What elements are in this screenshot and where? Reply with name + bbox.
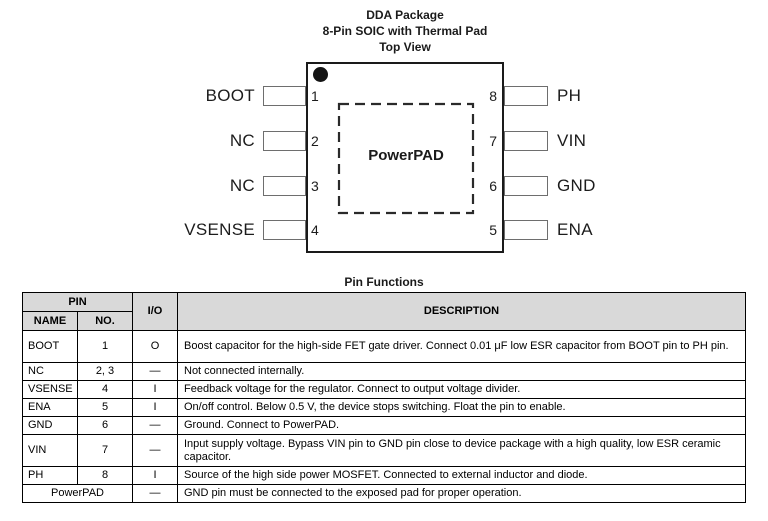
pin-label-vsense: VSENSE <box>184 220 255 239</box>
cell-no: 5 <box>77 398 133 417</box>
cell-description: Not connected internally. <box>177 362 746 381</box>
table-row-gnd: GND 6 — Ground. Connect to PowerPAD. <box>22 416 746 435</box>
table-row-vsense: VSENSE 4 I Feedback voltage for the regu… <box>22 380 746 399</box>
cell-io: — <box>132 362 178 381</box>
cell-description: Feedback voltage for the regulator. Conn… <box>177 380 746 399</box>
pin-label-ph: PH <box>557 86 582 105</box>
cell-name: NC <box>22 362 78 381</box>
cell-io: I <box>132 466 178 485</box>
header-description: DESCRIPTION <box>177 292 746 331</box>
pin-pad-8 <box>504 86 548 106</box>
cell-description: Input supply voltage. Bypass VIN pin to … <box>177 434 746 467</box>
pin-number-8: 8 <box>489 88 497 104</box>
header-name: NAME <box>22 311 78 331</box>
pin-label-ena: ENA <box>557 220 593 239</box>
cell-description: Ground. Connect to PowerPAD. <box>177 416 746 435</box>
table-row-boot: BOOT 1 O Boost capacitor for the high-si… <box>22 330 746 363</box>
cell-no: 7 <box>77 434 133 467</box>
pin-number-5: 5 <box>489 222 497 238</box>
pin-pad-1 <box>263 86 306 106</box>
package-title-line1: DDA Package <box>366 8 444 22</box>
cell-no: 1 <box>77 330 133 363</box>
package-title: DDA Package 8-Pin SOIC with Thermal Pad … <box>155 7 655 55</box>
pin-functions-table: PIN I/O DESCRIPTION NAME NO. BOOT 1 O Bo… <box>22 292 746 503</box>
pin-number-6: 6 <box>489 178 497 194</box>
pin-number-4: 4 <box>311 222 319 238</box>
cell-name: ENA <box>22 398 78 417</box>
cell-name: BOOT <box>22 330 78 363</box>
cell-name: PH <box>22 466 78 485</box>
pin-pad-3 <box>263 176 306 196</box>
cell-description: Boost capacitor for the high-side FET ga… <box>177 330 746 363</box>
cell-no: 6 <box>77 416 133 435</box>
pin-number-2: 2 <box>311 133 319 149</box>
table-row-ena: ENA 5 I On/off control. Below 0.5 V, the… <box>22 398 746 417</box>
header-pin: PIN <box>22 292 133 312</box>
table-row-vin: VIN 7 — Input supply voltage. Bypass VIN… <box>22 434 746 467</box>
table-row-ph: PH 8 I Source of the high side power MOS… <box>22 466 746 485</box>
cell-name: PowerPAD <box>22 484 133 503</box>
powerpad-label: PowerPAD <box>368 147 444 164</box>
cell-io: — <box>132 434 178 467</box>
pin-pad-5 <box>504 220 548 240</box>
pin-label-nc3: NC <box>229 176 255 195</box>
pin-pad-6 <box>504 176 548 196</box>
pin-pad-7 <box>504 131 548 151</box>
cell-name: GND <box>22 416 78 435</box>
header-io: I/O <box>132 292 178 331</box>
table-header-row-1: PIN I/O DESCRIPTION <box>22 292 746 331</box>
pin1-indicator-dot <box>313 67 328 82</box>
pin-label-nc2: NC <box>229 131 255 150</box>
cell-description: Source of the high side power MOSFET. Co… <box>177 466 746 485</box>
pin-pad-4 <box>263 220 306 240</box>
cell-io: I <box>132 380 178 399</box>
pin-label-gnd: GND <box>557 176 596 195</box>
cell-no: 8 <box>77 466 133 485</box>
cell-io: I <box>132 398 178 417</box>
header-no: NO. <box>77 311 133 331</box>
cell-name: VSENSE <box>22 380 78 399</box>
pin-number-7: 7 <box>489 133 497 149</box>
cell-no: 4 <box>77 380 133 399</box>
cell-name: VIN <box>22 434 78 467</box>
powerpad-dashed-box <box>337 102 475 215</box>
pin-number-1: 1 <box>311 88 319 104</box>
cell-io: — <box>132 416 178 435</box>
pin-number-3: 3 <box>311 178 319 194</box>
cell-io: — <box>132 484 178 503</box>
pin-pad-2 <box>263 131 306 151</box>
table-row-powerpad: PowerPAD — GND pin must be connected to … <box>22 484 746 503</box>
pin-label-boot: BOOT <box>205 86 255 105</box>
cell-io: O <box>132 330 178 363</box>
package-title-line3: Top View <box>379 40 431 54</box>
cell-description: GND pin must be connected to the exposed… <box>177 484 746 503</box>
cell-no: 2, 3 <box>77 362 133 381</box>
pin-label-vin: VIN <box>557 131 587 150</box>
package-title-line2: 8-Pin SOIC with Thermal Pad <box>322 24 488 38</box>
pin-functions-title: Pin Functions <box>344 275 424 289</box>
cell-description: On/off control. Below 0.5 V, the device … <box>177 398 746 417</box>
table-row-nc: NC 2, 3 — Not connected internally. <box>22 362 746 381</box>
